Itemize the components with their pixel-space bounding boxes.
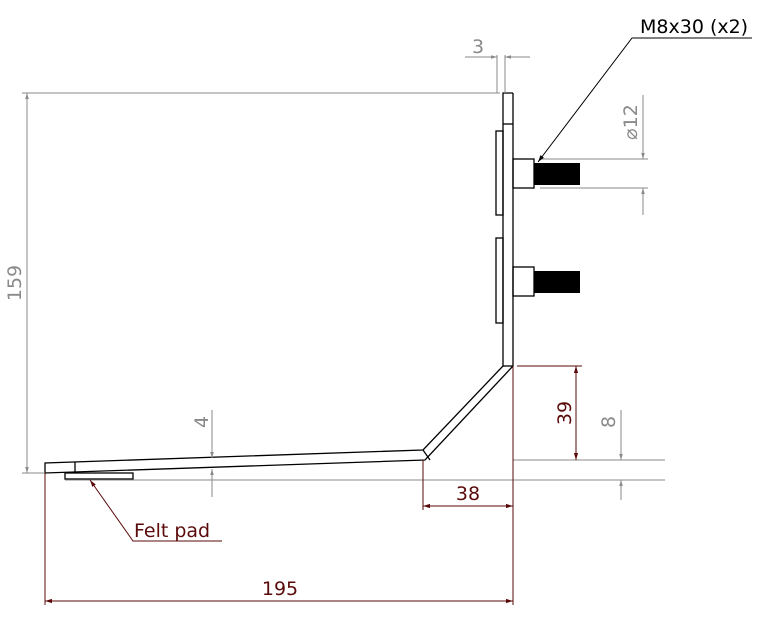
bolt-head-upper	[512, 158, 535, 189]
dim-thickness: 3	[472, 36, 484, 58]
bolt-head-lower	[512, 266, 535, 297]
bolt-thread-lower	[534, 271, 580, 293]
dim-offset: 8	[598, 416, 620, 428]
dim-overall-width: 195	[262, 578, 298, 600]
bracket-outline	[44, 92, 535, 480]
mount-pad-upper	[495, 130, 504, 216]
reference-dimensions	[22, 55, 665, 500]
dim-bolt-head-diameter: ⌀12	[620, 104, 642, 140]
felt-pad	[64, 472, 134, 480]
felt-pad-label: Felt pad	[134, 520, 210, 542]
dim-base-thickness: 4	[191, 416, 213, 428]
bolt-leader	[537, 37, 752, 163]
bracket-profile	[44, 92, 514, 474]
driven-dimensions	[44, 365, 582, 605]
bolt-callout-label: M8x30 (x2)	[640, 16, 748, 38]
mount-pad-lower	[495, 237, 504, 324]
dim-overall-height: 159	[4, 265, 26, 301]
dim-bend-width: 38	[456, 483, 480, 505]
dim-bend-height: 39	[554, 401, 576, 425]
bolt-thread-upper	[534, 163, 580, 185]
